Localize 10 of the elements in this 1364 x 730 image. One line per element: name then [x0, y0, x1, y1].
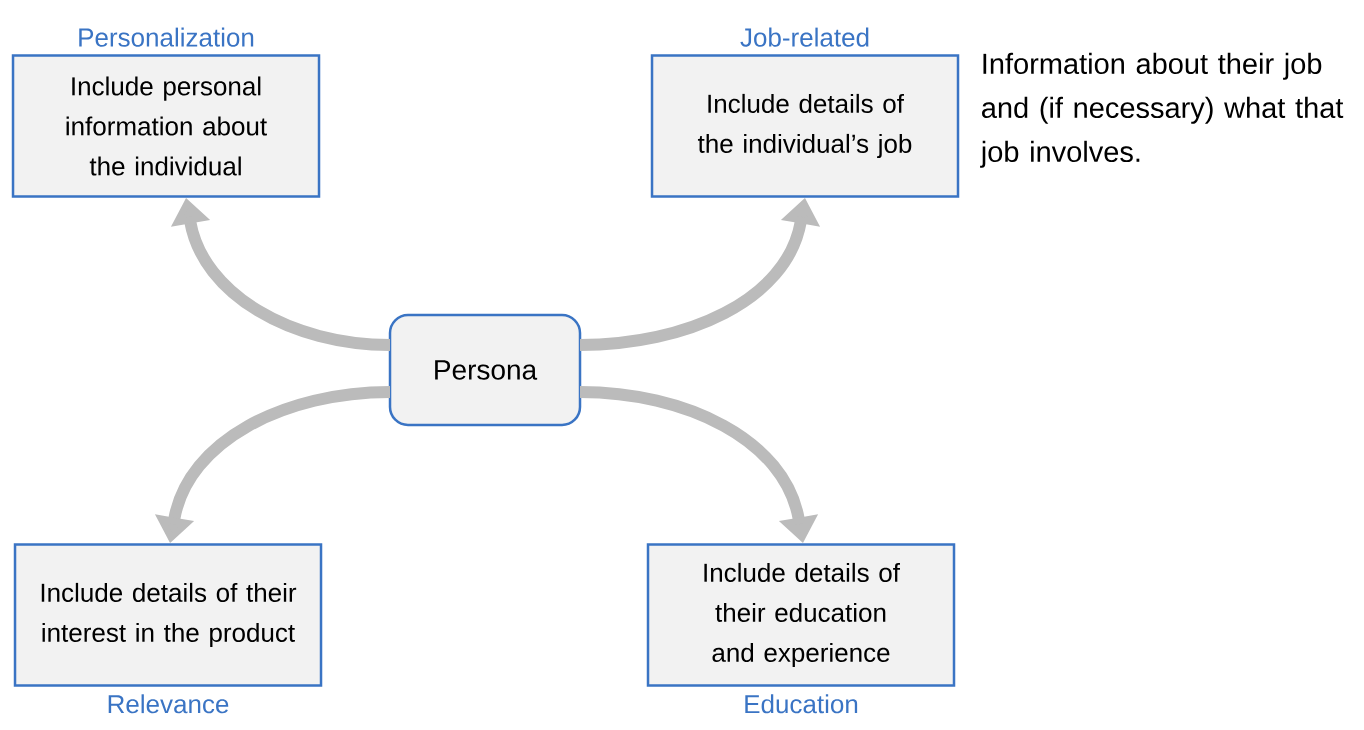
rounded-box: Persona: [388, 313, 582, 427]
text-box: Include details of their interest in the product: [13, 543, 323, 687]
text-box: Include details of their education and experience: [646, 543, 956, 687]
text-box: Include details of the individual’s job: [650, 54, 960, 198]
note-text: Information about their job and (if necessary) what that job involves.: [980, 52, 1344, 168]
box-heading: Relevance: [108, 694, 229, 714]
box-heading: Education: [745, 694, 858, 714]
text-box: Include personal information about the individual: [11, 54, 321, 198]
box-heading: Job-related: [740, 27, 869, 47]
box-heading: Personalization: [79, 27, 254, 47]
